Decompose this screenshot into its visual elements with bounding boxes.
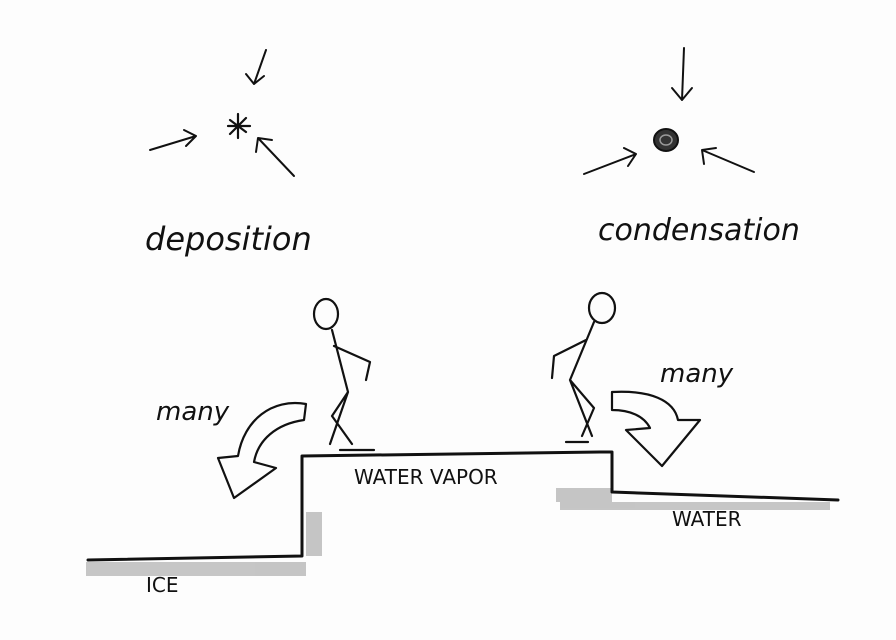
condensation-illustration: condensation: [583, 47, 800, 248]
deposition-illustration: deposition: [145, 49, 312, 258]
condensation-label: condensation: [598, 213, 800, 248]
water-label: WATER: [672, 507, 742, 531]
ice-label: ICE: [146, 573, 179, 597]
arrow-icon: [583, 47, 755, 175]
deposition-label: deposition: [145, 220, 312, 258]
shading: [86, 488, 830, 576]
water-vapor-label: WATER VAPOR: [354, 465, 498, 489]
curved-arrow-right: [610, 390, 702, 468]
water-droplet-icon: [653, 128, 679, 152]
energy-steps: WATER VAPOR ICE WATER: [86, 450, 840, 597]
stick-figure-left: [312, 297, 376, 452]
many-right-label: many: [660, 359, 734, 389]
curved-arrow-left: [216, 401, 308, 500]
step-outline: [86, 450, 840, 562]
stick-figure-right: [550, 291, 617, 444]
arrow-icon: [149, 49, 295, 177]
ice-crystal-icon: [226, 112, 252, 140]
many-left-label: many: [156, 397, 230, 427]
